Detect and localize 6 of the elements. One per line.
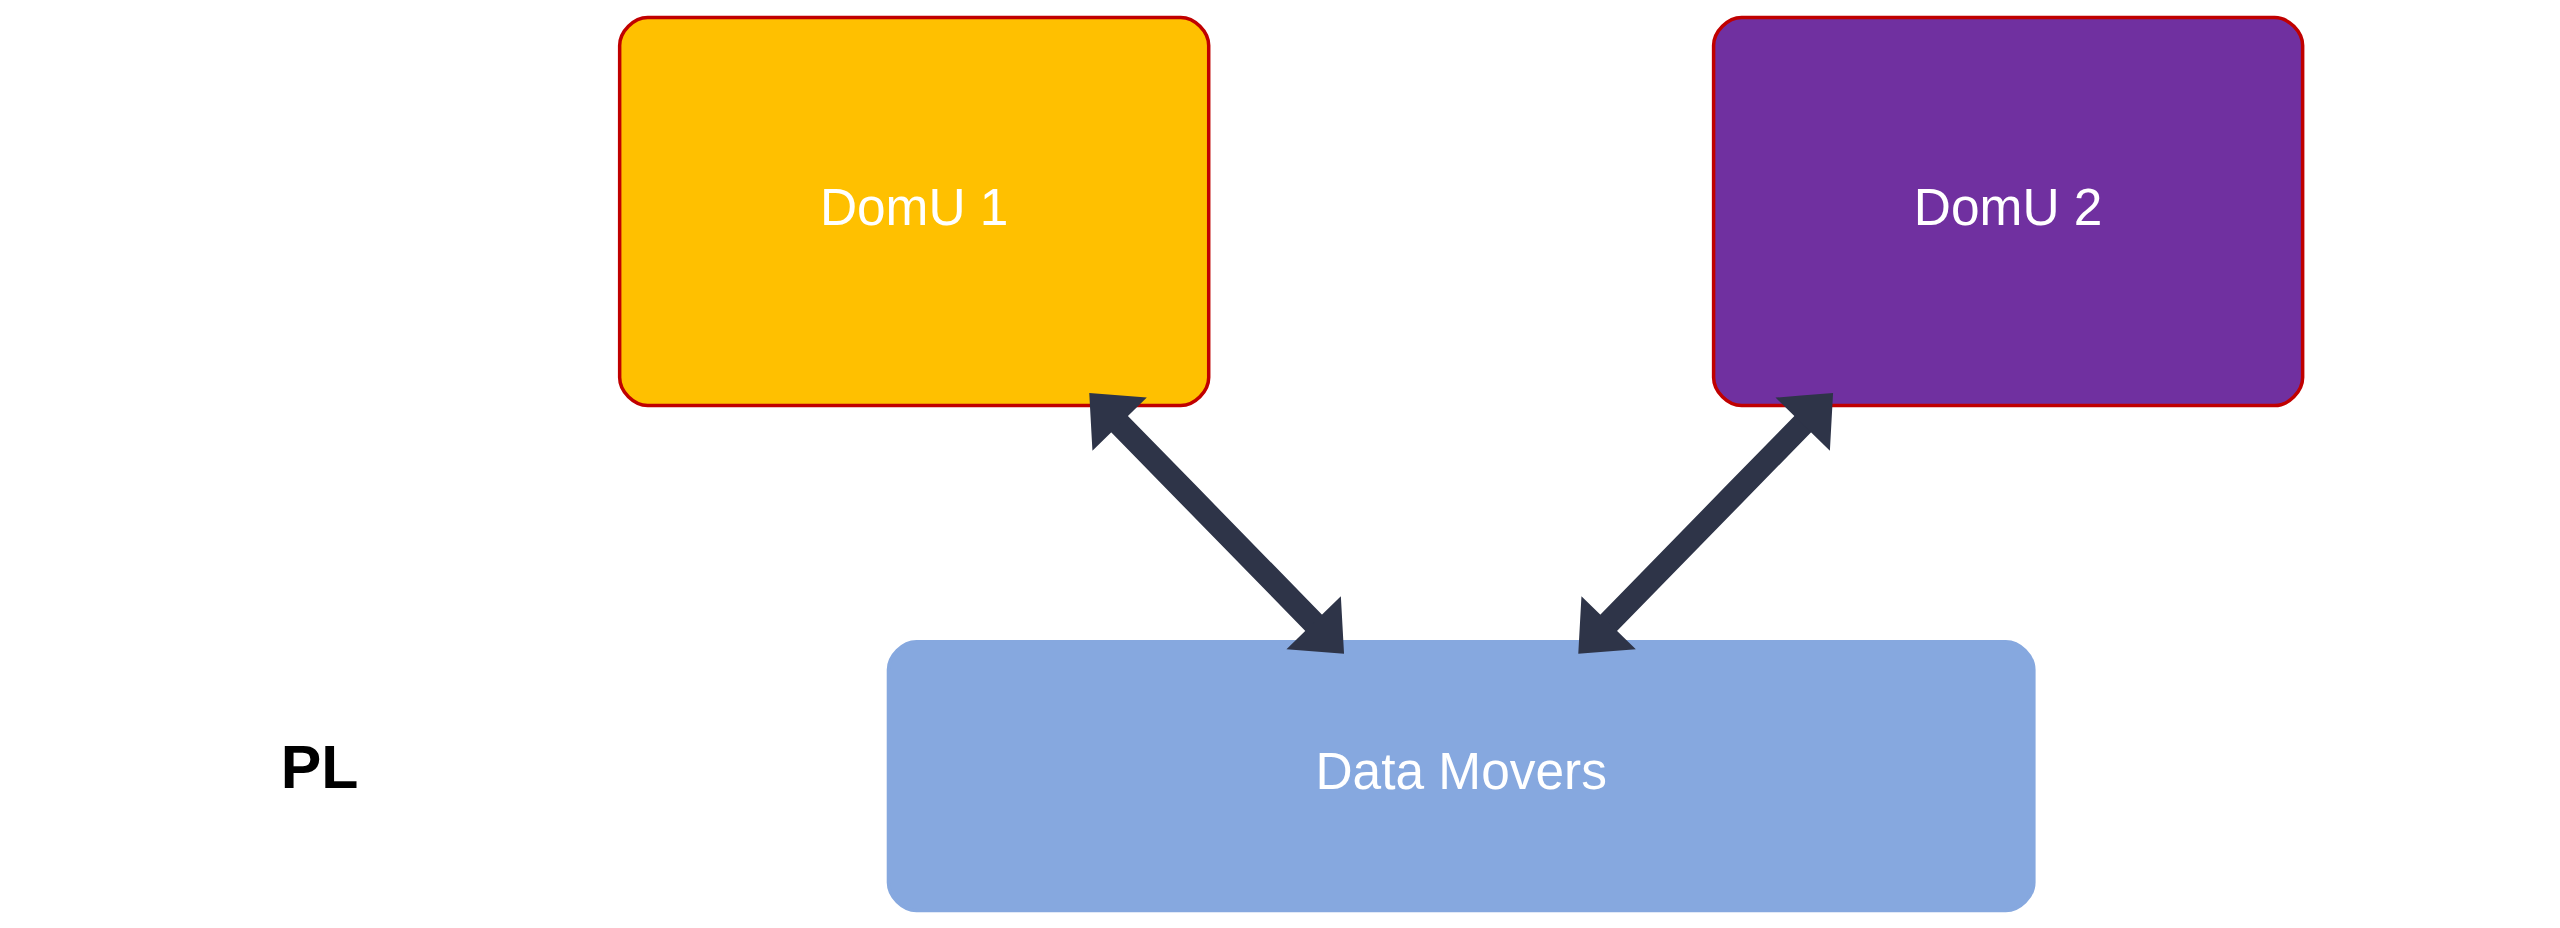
node-box: Data Movers [886, 639, 2036, 913]
label: PL [280, 733, 359, 802]
node-box: DomU 1 [617, 15, 1211, 408]
arrow [1089, 393, 1345, 654]
node-box: DomU 2 [1711, 15, 2305, 408]
arrow [1578, 393, 1834, 654]
